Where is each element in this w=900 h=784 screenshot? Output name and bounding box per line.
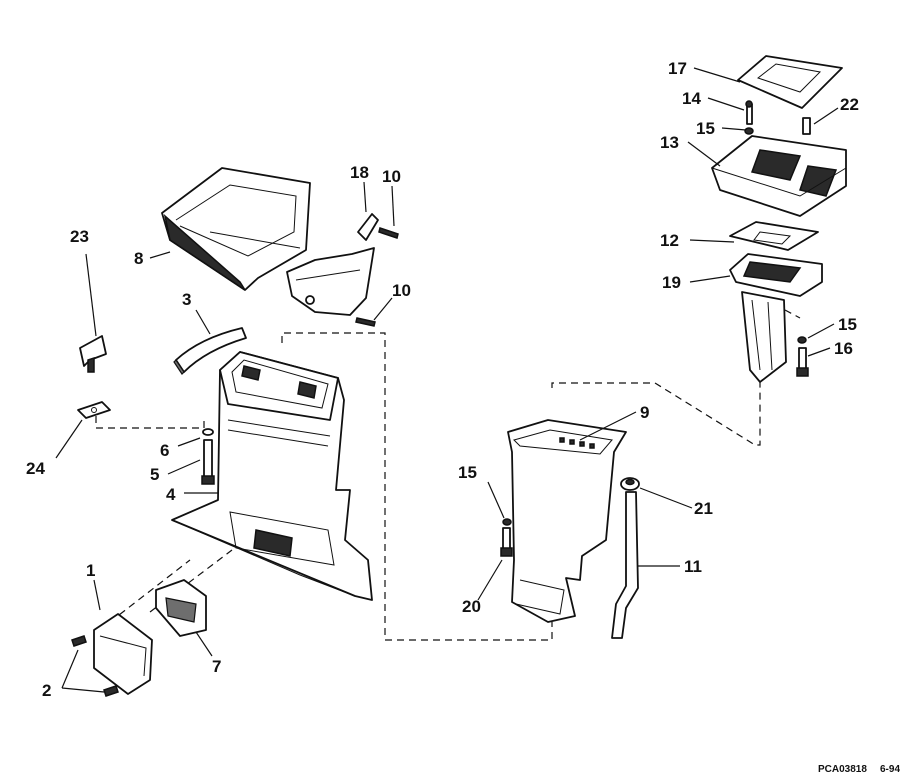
drawing-date: 6-94 [880,764,900,775]
callout-5: 5 [150,465,159,484]
part-9-holes [559,437,595,449]
callout-14: 14 [682,89,701,108]
part-15-washer-lower [502,518,512,526]
part-12-gasket [729,221,819,251]
part-6-washer [202,428,214,436]
callout-7: 7 [212,657,221,676]
part-19-exhaust-cavity [729,253,823,383]
part-20-bolt [500,527,513,557]
callout-15a: 15 [696,119,715,138]
part-11-water-tube [611,491,639,639]
part-22-pin [802,117,811,135]
part-9-exhaust-tube [507,419,627,623]
part-5-bolt [201,439,215,485]
callout-11: 11 [684,557,702,576]
callout-6: 6 [160,441,169,460]
part-23-clip [79,335,107,373]
part-10-screws [355,227,399,327]
callout-3: 3 [182,290,191,309]
callout-10a: 10 [382,167,401,186]
callout-labels: 1 2 3 4 5 6 7 8 9 10 10 11 12 13 14 15 1… [26,59,859,700]
callout-24: 24 [26,459,45,478]
part-24-plate [77,401,111,419]
part-17-gasket [737,55,843,109]
part-16-bolt [796,347,809,377]
callout-17: 17 [668,59,687,78]
callout-19: 19 [662,273,681,292]
part-15-washer-upper [744,127,754,135]
callout-13: 13 [660,133,679,152]
callout-9: 9 [640,403,649,422]
callout-23: 23 [70,227,89,246]
callout-4: 4 [166,485,176,504]
assembly-dashed-lines [95,309,801,641]
callout-20: 20 [462,597,481,616]
part-1-cover-plate [93,613,153,695]
callout-22: 22 [840,95,859,114]
callout-12: 12 [660,231,679,250]
part-14-bolt [745,100,753,125]
callout-15b: 15 [838,315,857,334]
part-4-exhaust-housing [171,351,373,601]
callout-16: 16 [834,339,853,358]
part-18-lower-cover [286,213,379,316]
callout-15c: 15 [458,463,477,482]
callout-8: 8 [134,249,143,268]
part-13-adapter [711,135,847,217]
callout-18: 18 [350,163,369,182]
callout-2: 2 [42,681,51,700]
callout-21: 21 [694,499,713,518]
part-15-washer-right [797,336,807,344]
part-3-seal-strip [173,327,247,375]
part-8-cover [161,167,311,291]
callout-1: 1 [86,561,95,580]
part-2-screws [71,635,119,697]
drawing-code: PCA03818 [818,764,867,775]
part-7-bracket [155,579,207,637]
part-21-grommet [620,477,640,491]
callout-leaders [55,67,839,693]
callout-10b: 10 [392,281,411,300]
